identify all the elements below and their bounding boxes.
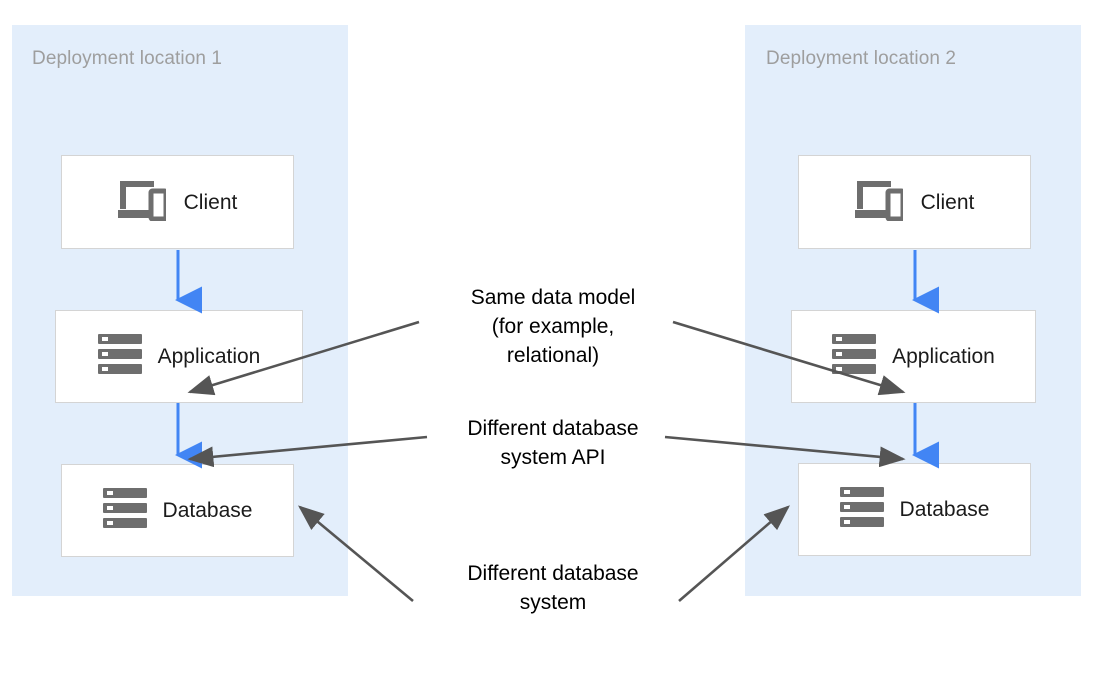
node-application-2-label: Application [892, 345, 995, 368]
node-client-2[interactable]: Client [798, 155, 1031, 249]
server-stack-icon [839, 486, 884, 533]
node-application-1[interactable]: Application [55, 310, 303, 403]
server-stack-icon [102, 487, 147, 534]
zone-2-title: Deployment location 2 [766, 48, 957, 69]
node-client-1[interactable]: Client [61, 155, 294, 249]
server-stack-icon [97, 333, 142, 380]
zone-1-title: Deployment location 1 [32, 48, 223, 69]
node-client-1-label: Client [183, 190, 238, 214]
annotation-same-data-model: Same data model (for example, relational… [470, 286, 636, 367]
annotation-different-database-system: Different database system [467, 562, 639, 614]
server-stack-icon [832, 333, 877, 380]
node-client-2-label: Client [920, 190, 975, 214]
node-database-1-label: Database [162, 499, 253, 522]
node-application-2[interactable]: Application [791, 310, 1036, 403]
annotation-different-database-system-api: Different database system API [467, 417, 639, 469]
node-application-1-label: Application [157, 345, 261, 368]
devices-icon [854, 179, 906, 226]
node-database-1[interactable]: Database [61, 464, 294, 557]
devices-icon [117, 179, 169, 226]
node-database-2[interactable]: Database [798, 463, 1031, 556]
node-database-2-label: Database [899, 498, 990, 521]
